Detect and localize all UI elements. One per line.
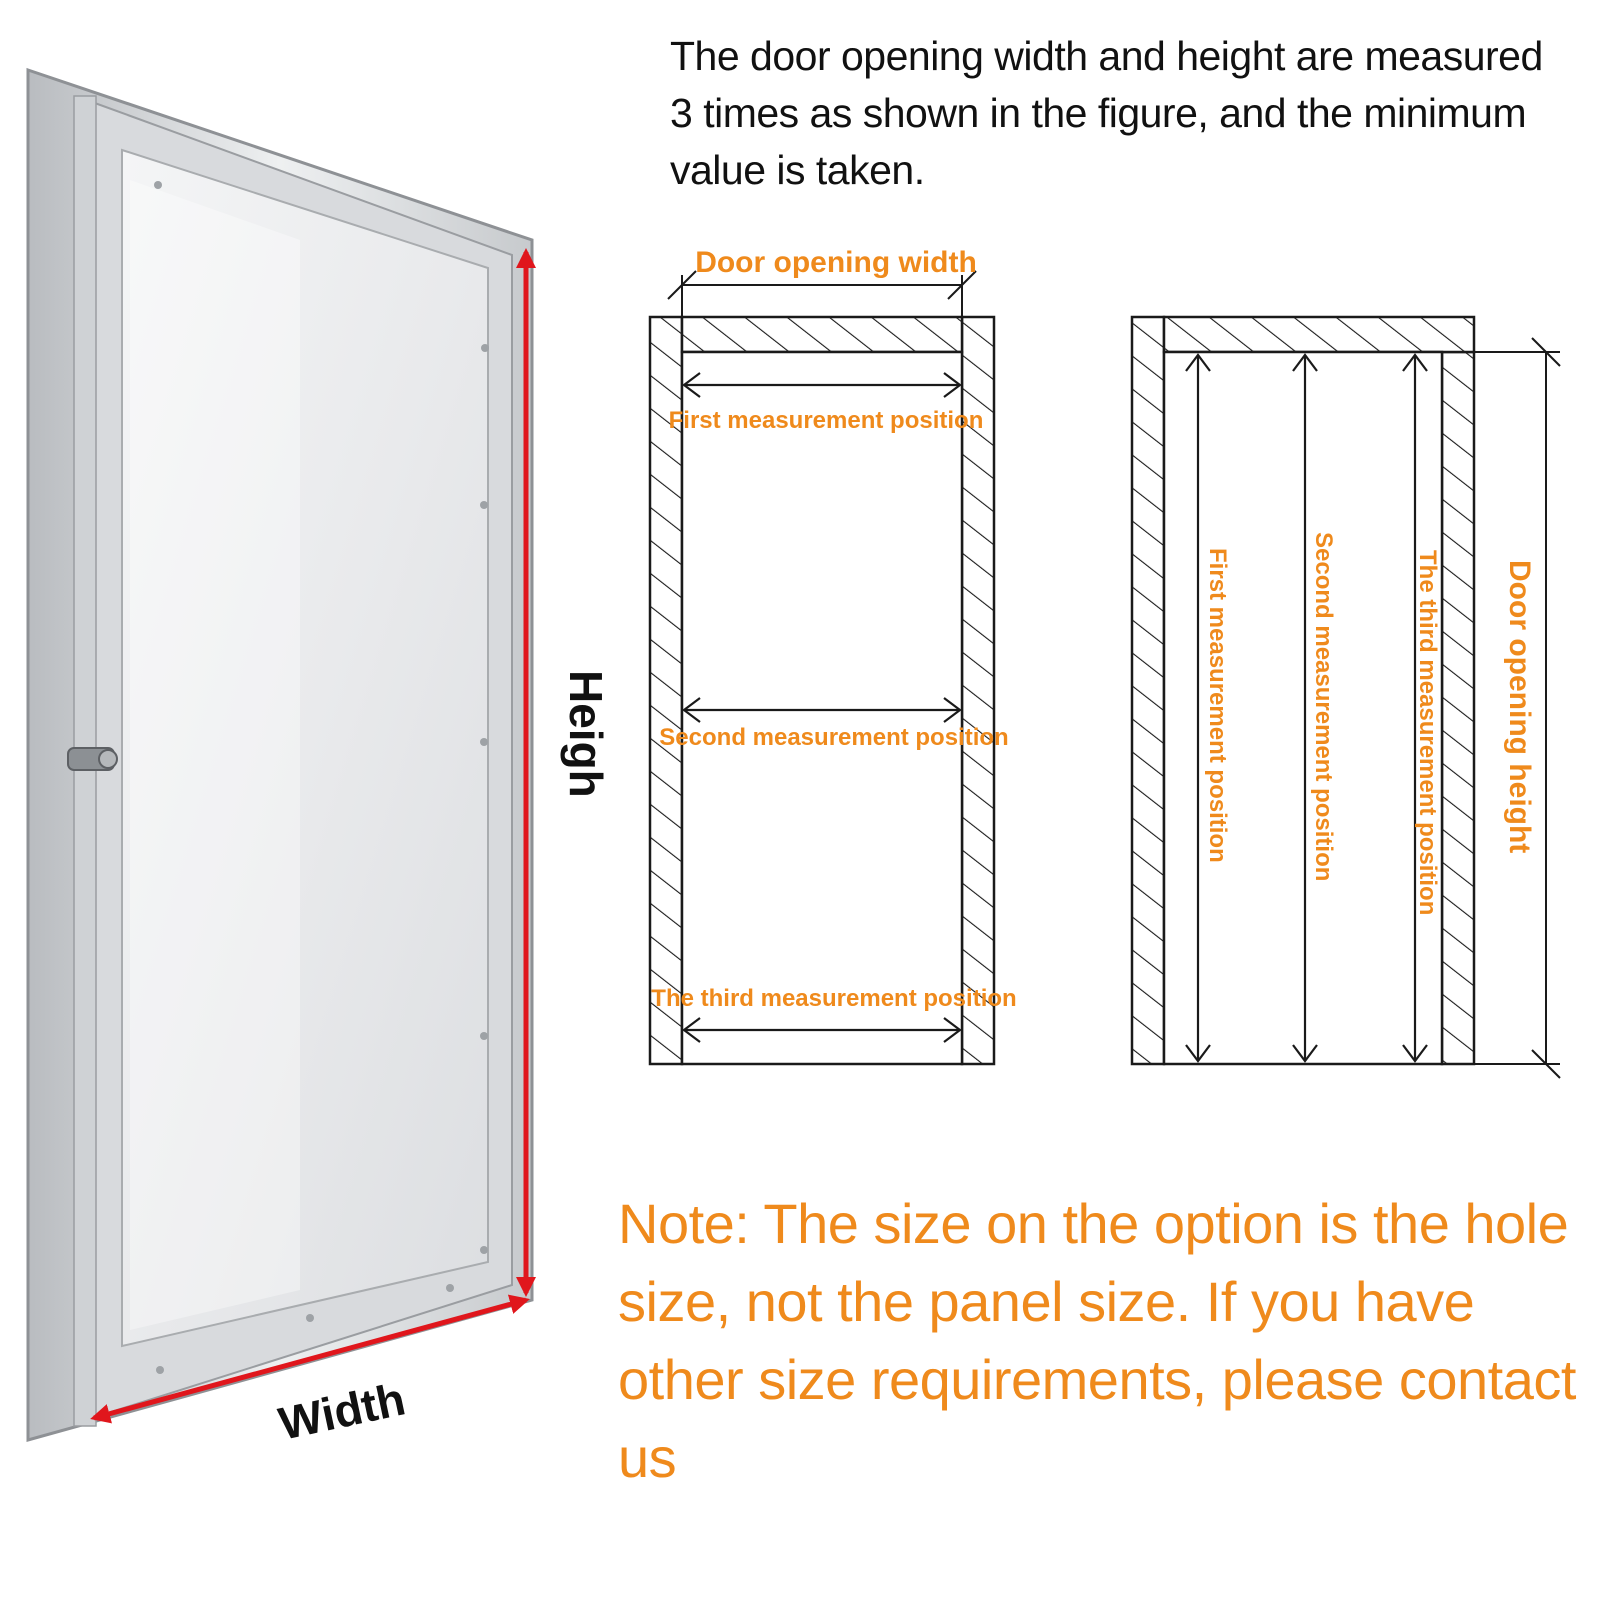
door-photo: Heigh Width — [26, 67, 612, 1450]
width-marker-line — [90, 1294, 530, 1424]
width-label: Width — [274, 1372, 409, 1449]
height-diagram-opening — [1162, 350, 1444, 1066]
width-measurement-1: First measurement position — [669, 372, 984, 434]
width-diagram: Door opening width First measurement pos… — [648, 246, 1017, 1066]
height-measurement-2: Second measurement position — [1292, 353, 1337, 1063]
width-diagram-lintel — [680, 315, 964, 354]
width-measurement-3-label: The third measurement position — [651, 985, 1016, 1012]
width-measurement-1-label: First measurement position — [669, 407, 984, 434]
door-panel-sheen — [130, 180, 300, 1330]
height-dimension-tick-top — [1531, 337, 1561, 367]
height-measurement-1-label: First measurement position — [1204, 548, 1231, 863]
width-diagram-wall-right — [960, 315, 996, 1066]
width-dimension-tick-right — [947, 270, 977, 300]
height-diagram: Door opening height First measurement po… — [1130, 315, 1561, 1079]
height-diagram-wall-left — [1130, 315, 1166, 1066]
height-dimension-tick-bottom — [1531, 1049, 1561, 1079]
width-measurement-2-label: Second measurement position — [659, 724, 1008, 751]
intro-text: The door opening width and height are me… — [670, 33, 1543, 193]
height-diagram-wall-right — [1440, 350, 1476, 1066]
width-measurement-2: Second measurement position — [659, 697, 1009, 751]
height-diagram-title: Door opening height — [1503, 560, 1536, 853]
width-diagram-opening — [680, 350, 964, 1066]
height-label: Heigh — [560, 670, 612, 798]
note-text: Note: The size on the option is the hole… — [618, 1192, 1576, 1489]
width-dimension-tick-left — [667, 270, 697, 300]
latch-icon — [67, 747, 118, 771]
width-measurement-3: The third measurement position — [651, 985, 1017, 1043]
height-measurement-3-label: The third measurement position — [1414, 550, 1441, 915]
height-measurement-3: The third measurement position — [1402, 353, 1441, 1063]
height-measurement-1: First measurement position — [1185, 353, 1231, 1063]
width-diagram-title: Door opening width — [695, 246, 977, 279]
height-measurement-2-label: Second measurement position — [1310, 532, 1337, 881]
height-diagram-lintel — [1162, 315, 1476, 354]
door-panel — [121, 148, 489, 1348]
width-diagram-wall-left — [648, 315, 684, 1066]
